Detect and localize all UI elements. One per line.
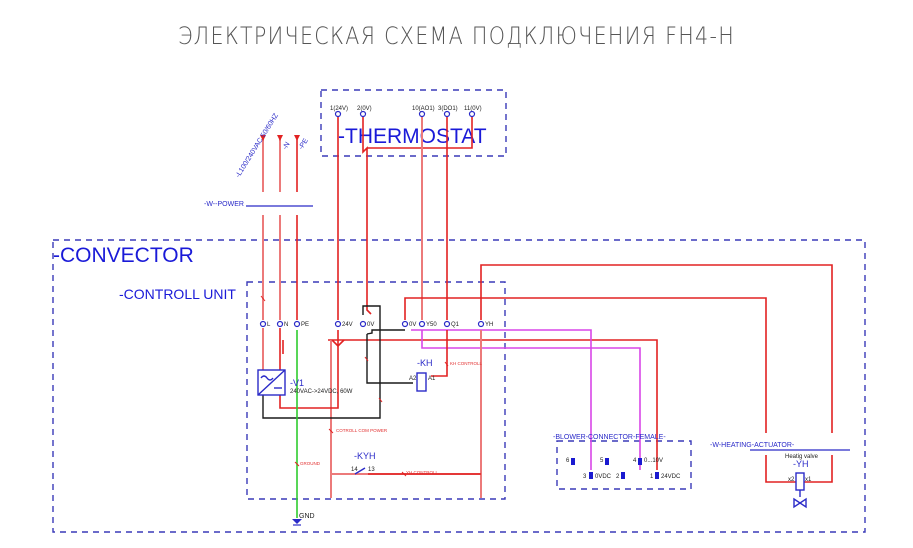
terminal-label: YH — [485, 322, 493, 328]
blower-connector-pins: 6 5 4 0...10V 3 0VDC 2 1 24VDC — [566, 458, 681, 480]
relay-kyh-ref: -KYH — [354, 451, 376, 461]
convector-frame — [52, 239, 866, 533]
relay-kyh-contact — [331, 467, 481, 475]
control-unit-frame — [246, 281, 506, 500]
thermostat-label: -THERMOSTAT — [338, 125, 487, 148]
power-supply-label-l: -L100/240VAC 50/60HZ — [235, 112, 281, 179]
ac-sine-icon — [260, 375, 274, 381]
psu-ref: -V1 — [290, 378, 304, 388]
blower-pin-number: 2 — [616, 474, 620, 480]
heating-valve-ref: -YH — [793, 459, 809, 469]
power-supply-label-n: -N — [282, 141, 292, 151]
relay-kh-pin-a1: A1 — [428, 376, 436, 382]
terminal-label: 24V — [342, 322, 353, 328]
power-supply-label-pe: -PE — [298, 137, 310, 151]
arrow-icon — [260, 135, 266, 141]
blower-pin-label: 0...10V — [644, 458, 663, 464]
com-power-label: COTROLL COM POWER — [336, 428, 388, 433]
blower-pin-number: 1 — [650, 474, 654, 480]
relay-kyh-pin-13: 13 — [368, 467, 375, 473]
relay-kh-ref: -KH — [417, 358, 433, 368]
thermostat-wires — [337, 117, 473, 320]
heating-valve — [765, 455, 833, 509]
terminal-label: N — [284, 322, 288, 328]
blower-connector-label: -BLOWER-CONNECTOR-FEMALE- — [553, 434, 666, 441]
arrow-icon — [277, 135, 283, 141]
terminal-label: 0V — [367, 322, 374, 328]
blower-pin-number: 5 — [600, 458, 604, 464]
ground-label: GROUND — [300, 461, 321, 466]
relay-kh-pin-a2: A2 — [409, 376, 417, 382]
gnd-label: GND — [299, 513, 315, 520]
control-unit-wiring — [279, 329, 658, 498]
relay-kh — [416, 372, 427, 392]
terminal-label: L — [267, 322, 271, 328]
terminal-label: Y50 — [426, 322, 437, 328]
control-unit-label: -CONTROLL UNIT — [119, 286, 236, 302]
terminal-label: PE — [301, 322, 309, 328]
relay-kyh-pin-14: 14 — [351, 467, 358, 473]
power-supply-wires — [260, 135, 300, 320]
wire-marker-ticks — [260, 295, 449, 477]
blower-pin-number: 6 — [566, 458, 570, 464]
thermostat-terminal-label: 3(DO1) — [438, 106, 458, 112]
blower-pin-label: 24VDC — [661, 474, 681, 480]
blower-pin-number: 4 — [633, 458, 637, 464]
heating-actuator-cable-label: -W-HEATING-ACTUATOR- — [710, 442, 795, 449]
thermostat-terminal-label: 11(0V) — [464, 106, 482, 112]
thermostat-frame — [320, 89, 507, 157]
thermostat-terminals: 1(24V) 2(0V) 10(AO1) 3(DO1) 11(0V) — [330, 106, 482, 112]
heating-valve-pin-x2: x2 — [788, 477, 795, 483]
blower-pin-label: 0VDC — [595, 474, 612, 480]
heating-actuator-feed — [404, 264, 833, 433]
ground-icon — [292, 519, 302, 524]
thermostat-terminal-label: 1(24V) — [330, 106, 348, 112]
blower-connector-frame — [556, 440, 692, 490]
valve-icon — [793, 497, 807, 509]
power-cable-label: -W--POWER — [204, 201, 244, 208]
thermostat-terminal-circles — [334, 110, 476, 118]
thermostat-terminal-label: 10(AO1) — [412, 106, 435, 112]
psu-spec: 240VAC->24VDC, 60W — [290, 389, 353, 395]
yh-controll-label: YH CONTROLL — [406, 470, 439, 475]
control-unit-terminals: L N PE 24V 0V 0V Y50 Q1 YH — [259, 320, 493, 328]
internal-wiring — [262, 305, 413, 419]
heating-valve-pin-x1: x1 — [805, 477, 812, 483]
terminal-label: 0V — [409, 322, 416, 328]
arrow-icon — [294, 135, 300, 141]
heating-valve-desc: Heatig valve — [785, 454, 819, 460]
kh-controll-label: KH CONTROLL — [450, 361, 483, 366]
page-title: ЭЛЕКТРИЧЕСКАЯ СХЕМА ПОДКЛЮЧЕНИЯ FH4-H — [177, 22, 736, 50]
terminal-label: Q1 — [451, 322, 460, 328]
thermostat-terminal-label: 2(0V) — [357, 106, 372, 112]
power-supply-unit — [257, 328, 286, 396]
blower-pin-number: 3 — [583, 474, 587, 480]
convector-label: -CONVECTOR — [53, 244, 194, 267]
